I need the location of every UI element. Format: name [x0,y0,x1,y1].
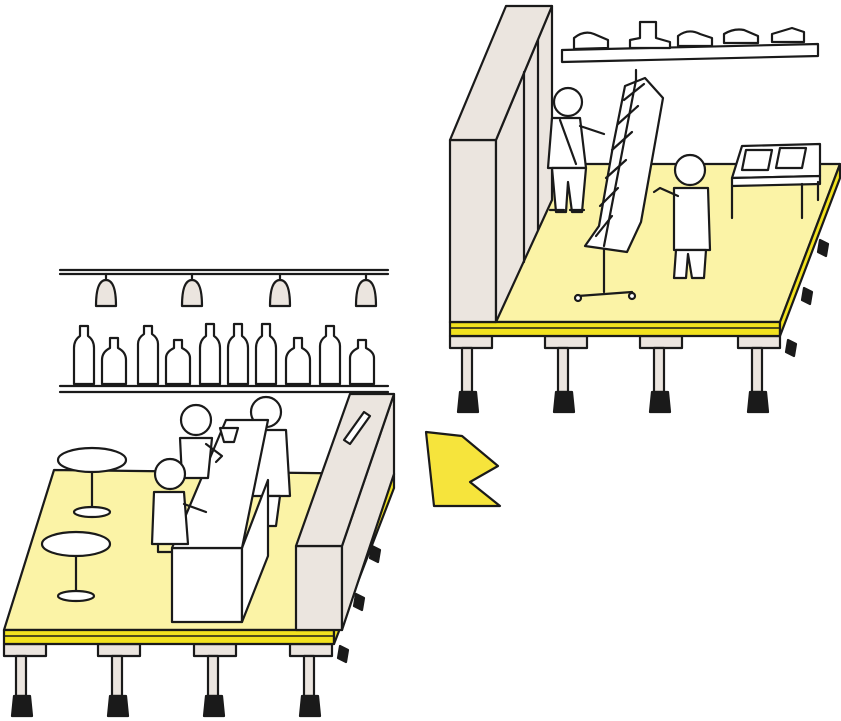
shoe-icon [676,30,714,48]
shopper [652,153,712,280]
shop-floor-front-edge [448,320,782,338]
shop-clerk [546,86,606,214]
bottle-icon [72,324,96,386]
customer [178,403,240,480]
folded-shirt-icon [774,146,808,170]
shop-wall-shelf [448,4,554,324]
bar-stage [2,268,396,718]
bottle-shelf [58,322,390,394]
bar-floor-front-edge [2,628,336,646]
bottle-icon [100,336,128,386]
pendant-lamp-icon [354,272,378,308]
shoe-shelf [560,20,820,64]
bottle-icon [226,322,250,386]
pendant-lamp-icon [94,272,118,308]
pendant-lamp-icon [180,272,204,308]
shoe-icon [572,31,610,51]
bar-counter [170,418,270,624]
back-counter [294,392,396,632]
boot-icon [628,20,672,50]
bottle-icon [136,324,160,386]
boot-icon [770,26,806,44]
display-table [730,142,822,220]
glass-icon [218,426,240,444]
bottle-icon [198,322,222,386]
bottle-icon [318,324,342,386]
arrow-icon [424,430,502,508]
round-table [56,446,128,519]
folded-shirt-icon [740,148,774,172]
shoe-icon [722,28,760,45]
bottle-icon [254,322,278,386]
bar-stage-legs [2,544,382,718]
lamp-rail [58,268,390,308]
bottle-icon [164,338,192,386]
round-table [40,530,112,603]
sink-icon [342,410,372,446]
clothing-shop-stage [448,4,841,414]
customer [150,457,208,554]
bottle-icon [284,336,312,386]
clothes-rack [573,68,665,303]
bottle-icon [348,338,376,386]
pendant-lamp-icon [268,272,292,308]
